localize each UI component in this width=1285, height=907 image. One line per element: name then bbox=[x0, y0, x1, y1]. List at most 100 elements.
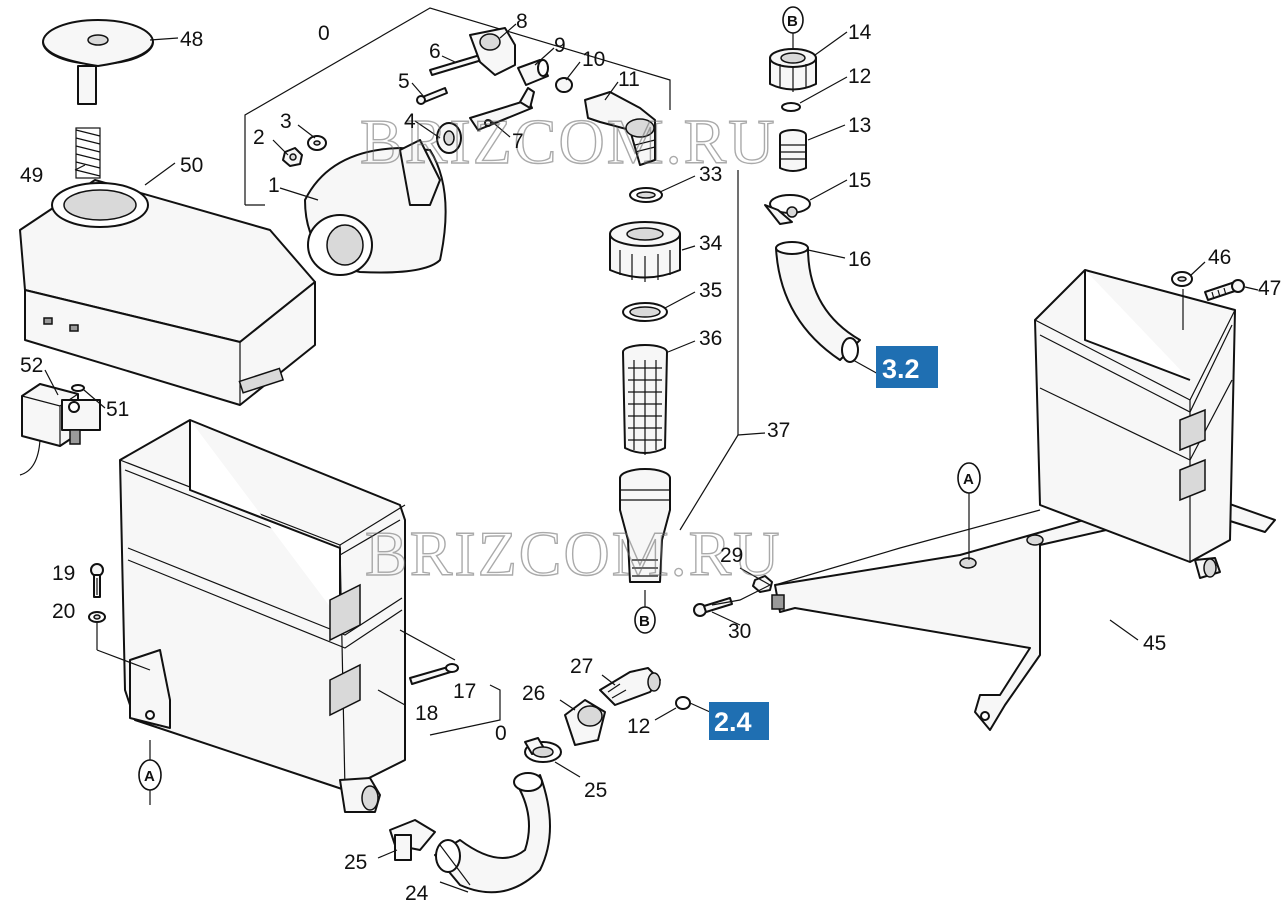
callout-6: 6 bbox=[429, 40, 441, 63]
callout-29: 29 bbox=[720, 544, 743, 567]
callout-26: 26 bbox=[522, 682, 545, 705]
marker-b-top-label: B bbox=[787, 13, 798, 30]
part-12-o-ring-top bbox=[781, 102, 801, 112]
callout-14: 14 bbox=[848, 21, 872, 44]
part-34-nut bbox=[609, 221, 681, 282]
part-47-screw bbox=[1204, 279, 1245, 301]
marker-b-top: B bbox=[782, 6, 804, 34]
part-36-filter bbox=[622, 344, 668, 455]
marker-b-bottom: B bbox=[634, 606, 656, 634]
callout-25-lower: 25 bbox=[344, 851, 367, 874]
part-24-hose bbox=[434, 772, 551, 894]
callout-51: 51 bbox=[106, 398, 129, 421]
part-33-seal bbox=[629, 187, 663, 203]
marker-a-right-label: A bbox=[963, 471, 974, 488]
reference-badge-3-2-bg bbox=[876, 346, 938, 388]
part-3-washer bbox=[307, 135, 327, 151]
callout-numbers: 0 1 2 3 4 5 6 7 8 9 10 11 12 12 13 14 15… bbox=[20, 10, 1281, 905]
part-52-solenoid-valve bbox=[19, 383, 101, 476]
callout-0-top: 0 bbox=[318, 22, 330, 45]
callout-13: 13 bbox=[848, 114, 871, 137]
callout-45: 45 bbox=[1143, 632, 1166, 655]
part-29-nut bbox=[752, 575, 773, 593]
callout-7: 7 bbox=[512, 130, 524, 153]
callout-24: 24 bbox=[405, 882, 429, 905]
part-5-pin bbox=[416, 87, 448, 105]
marker-a-left: A bbox=[138, 759, 162, 791]
callout-30: 30 bbox=[728, 620, 751, 643]
callout-12-bottom: 12 bbox=[627, 715, 650, 738]
part-48-lid bbox=[42, 19, 154, 105]
part-17-cotter-pin bbox=[409, 663, 459, 685]
callout-5: 5 bbox=[398, 70, 410, 93]
reference-badge-2-4-label: 2.4 bbox=[714, 707, 752, 737]
part-8-valve-body bbox=[469, 27, 516, 76]
part-10-insert bbox=[555, 77, 573, 93]
callout-0-bottom: 0 bbox=[495, 722, 507, 745]
callout-11: 11 bbox=[618, 68, 640, 91]
callout-9: 9 bbox=[554, 34, 566, 57]
reference-badge-3-2[interactable]: 3.2 bbox=[876, 346, 938, 388]
callout-17: 17 bbox=[453, 680, 476, 703]
callout-15: 15 bbox=[848, 169, 871, 192]
callout-49: 49 bbox=[20, 164, 43, 187]
part-26-nut bbox=[564, 699, 606, 746]
part-1-float bbox=[304, 139, 447, 276]
part-15-hose-clamp bbox=[764, 194, 811, 225]
callout-34: 34 bbox=[699, 232, 723, 255]
reference-badge-3-2-label: 3.2 bbox=[882, 354, 920, 384]
callout-50: 50 bbox=[180, 154, 203, 177]
callout-46: 46 bbox=[1208, 246, 1231, 269]
assembly-bracket-0 bbox=[244, 7, 671, 206]
callout-27: 27 bbox=[570, 655, 593, 678]
part-11-elbow bbox=[584, 91, 656, 166]
reference-badge-2-4-bg bbox=[709, 702, 769, 740]
watermark-middle: BRIZCOM.RU bbox=[365, 518, 782, 589]
marker-b-bottom-label: B bbox=[639, 613, 650, 630]
callout-35: 35 bbox=[699, 279, 722, 302]
part-9-seal bbox=[517, 59, 549, 86]
part-18-container bbox=[119, 419, 406, 813]
callout-47: 47 bbox=[1258, 277, 1281, 300]
callout-33: 33 bbox=[699, 163, 722, 186]
part-16-hose bbox=[775, 241, 861, 363]
callout-8: 8 bbox=[516, 10, 528, 33]
part-container-right bbox=[1034, 269, 1236, 579]
callout-4: 4 bbox=[404, 110, 416, 133]
part-30-bolt bbox=[693, 597, 733, 617]
callout-37: 37 bbox=[767, 419, 790, 442]
part-49-spring bbox=[75, 127, 101, 179]
callout-48: 48 bbox=[180, 28, 203, 51]
marker-a-right: A bbox=[957, 462, 981, 494]
callout-2: 2 bbox=[253, 126, 265, 149]
callout-19: 19 bbox=[52, 562, 75, 585]
part-51-o-ring bbox=[71, 384, 85, 392]
callout-10: 10 bbox=[582, 48, 605, 71]
part-46-washer bbox=[1171, 271, 1193, 287]
callout-25-upper: 25 bbox=[584, 779, 607, 802]
part-35-seal bbox=[622, 302, 668, 322]
part-4-bushing bbox=[436, 122, 462, 154]
part-12-o-ring-bottom bbox=[675, 696, 691, 710]
part-50-tank bbox=[19, 179, 316, 406]
callout-1: 1 bbox=[268, 174, 280, 197]
part-27-elbow bbox=[599, 667, 661, 706]
reference-badge-2-4[interactable]: 2.4 bbox=[709, 702, 769, 740]
leader-lines bbox=[44, 23, 1259, 893]
callout-52: 52 bbox=[20, 354, 43, 377]
marker-a-left-label: A bbox=[144, 768, 155, 785]
part-25-clamp-lower bbox=[389, 819, 436, 861]
part-25-clamp-upper bbox=[524, 737, 562, 763]
watermark-top: BRIZCOM.RU bbox=[360, 106, 777, 177]
part-20-washer bbox=[88, 611, 106, 623]
callout-12-top: 12 bbox=[848, 65, 871, 88]
callout-36: 36 bbox=[699, 327, 722, 350]
callout-18: 18 bbox=[415, 702, 438, 725]
part-7-lever bbox=[469, 87, 535, 131]
callout-20: 20 bbox=[52, 600, 75, 623]
part-13-hose-nipple bbox=[779, 129, 807, 172]
callout-3: 3 bbox=[280, 110, 292, 133]
part-37-filter-housing bbox=[619, 468, 671, 583]
part-2-nut bbox=[282, 147, 303, 167]
